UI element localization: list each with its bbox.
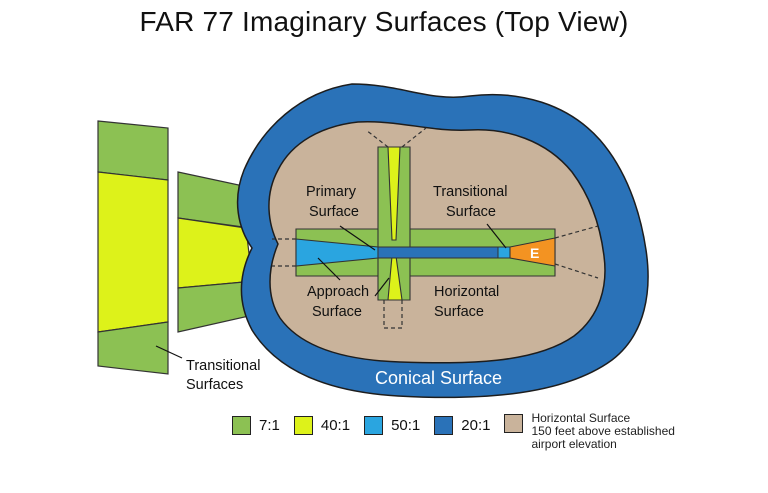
legend-horizontal-text: Horizontal Surface 150 feet above establ…: [531, 412, 674, 451]
primary-surface-strip: [377, 246, 499, 259]
legend-label: 20:1: [461, 416, 491, 434]
outer-approach-yellow: [97, 171, 169, 333]
legend: 7:1 40:1 50:1 20:1 Horizontal Surface 15…: [232, 412, 689, 458]
transitional-surface-label-2: Surface: [446, 204, 496, 220]
transitional-surfaces-label-2: Surfaces: [186, 377, 243, 393]
outer-transitional-bottom: [97, 321, 169, 375]
legend-item-40-1: 40:1: [293, 412, 351, 438]
legend-item-7-1: 7:1: [232, 412, 280, 438]
horizontal-surface-label-1: Horizontal: [434, 284, 499, 300]
inner-approach-yellow: [177, 217, 251, 289]
legend-label: 40:1: [320, 416, 351, 434]
outer-approach-panel: [97, 120, 169, 375]
runway-end-label: E: [530, 245, 539, 261]
transitional-surfaces-label-1: Transitional: [186, 358, 260, 374]
approach-right-tail: [497, 246, 511, 259]
approach-orange-e: [509, 237, 556, 267]
leader-lines: [155, 223, 507, 359]
legend-label: 7:1: [259, 416, 280, 434]
outer-transitional-top: [97, 120, 169, 181]
legend-swatch-green: [232, 415, 251, 435]
legend-swatch-light-blue: [364, 415, 384, 435]
dashed-guides: [272, 127, 599, 329]
approach-surface-label-2: Surface: [312, 304, 362, 320]
primary-surface-label-2: Surface: [309, 204, 359, 220]
legend-swatch-yellow: [293, 415, 313, 435]
legend-item-horizontal: Horizontal Surface 150 feet above establ…: [504, 412, 675, 451]
legend-horizontal-line2: 150 feet above established: [531, 424, 675, 438]
primary-surface-label-1: Primary: [306, 184, 357, 200]
vertical-approach-top: [387, 146, 401, 241]
transitional-surface-label-1: Transitional: [433, 184, 507, 200]
diagram-title: FAR 77 Imaginary Surfaces (Top View): [139, 6, 629, 37]
legend-item-20-1: 20:1: [434, 412, 490, 438]
legend-item-50-1: 50:1: [364, 412, 420, 438]
conical-surface-label: Conical Surface: [375, 368, 502, 388]
approach-surface-label-1: Approach: [307, 284, 369, 300]
horizontal-surface-label-2: Surface: [434, 304, 484, 320]
legend-swatch-dark-blue: [434, 415, 454, 435]
legend-swatch-tan: [504, 414, 524, 433]
legend-horizontal-line1: Horizontal Surface: [531, 411, 631, 425]
legend-horizontal-line3: airport elevation: [531, 437, 617, 451]
imaginary-surfaces-diagram: E Primary Surface Transitional Surface A…: [97, 83, 649, 399]
legend-label: 50:1: [391, 416, 421, 434]
